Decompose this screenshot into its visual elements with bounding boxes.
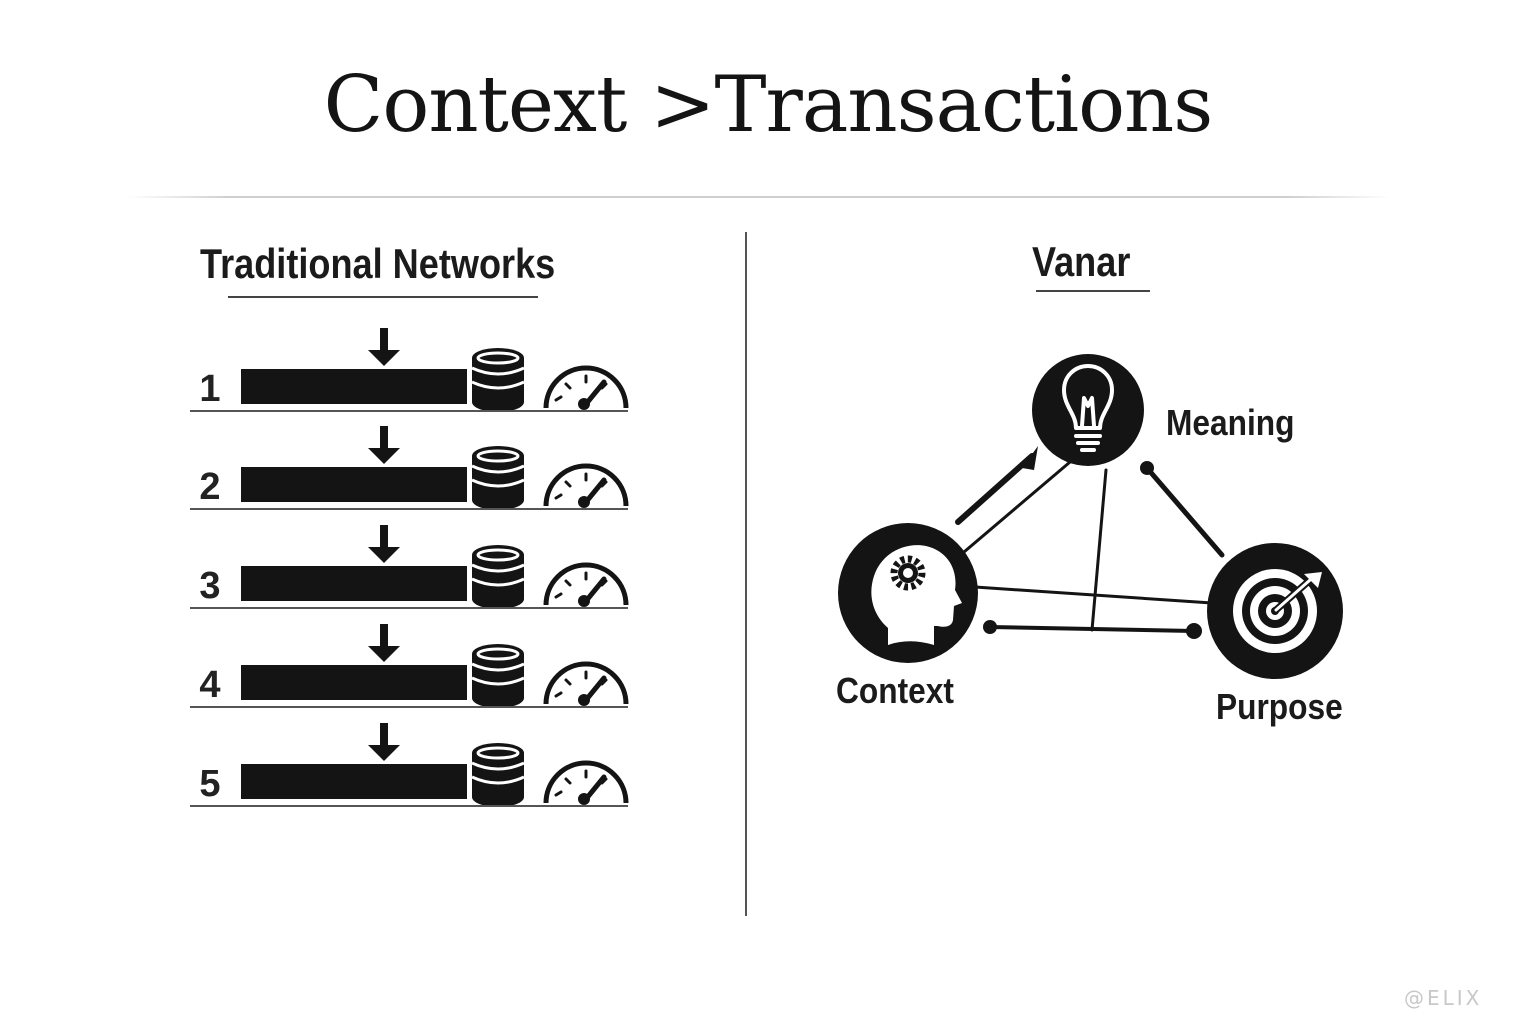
transaction-bar <box>241 566 467 601</box>
transaction-row: 3 <box>0 523 760 623</box>
traditional-networks-heading: Traditional Networks <box>200 240 556 287</box>
row-number: 5 <box>199 763 221 805</box>
row-divider <box>190 508 628 510</box>
database-icon <box>471 446 525 510</box>
link-dot <box>1186 623 1202 639</box>
traditional-networks-underline <box>228 296 538 298</box>
lightbulb-icon <box>1062 364 1114 452</box>
meaning-label: Meaning <box>1166 402 1295 443</box>
transaction-row: 2 <box>0 424 760 524</box>
transaction-row: 1 <box>0 326 760 426</box>
link-dot <box>1140 461 1154 475</box>
speedometer-icon <box>543 562 629 607</box>
meaning-purpose-link <box>1144 465 1225 558</box>
speedometer-icon <box>543 463 629 508</box>
down-arrow-icon <box>368 328 400 366</box>
panel-divider <box>745 232 747 916</box>
link-dot <box>983 620 997 634</box>
transaction-row: 4 <box>0 622 760 722</box>
row-number: 4 <box>199 664 221 706</box>
context-node <box>838 523 978 663</box>
down-arrow-icon <box>368 624 400 662</box>
meaning-center-link <box>1090 468 1108 632</box>
speedometer-icon <box>543 365 629 410</box>
transaction-row: 5 <box>0 721 760 821</box>
context-label: Context <box>836 670 954 711</box>
watermark: @ELIX <box>1404 986 1483 1010</box>
arrow-head-icon <box>1022 446 1038 470</box>
purpose-node <box>1207 543 1343 679</box>
row-number: 2 <box>199 466 221 508</box>
head-gear-icon <box>871 545 962 645</box>
meaning-node <box>1032 354 1144 466</box>
transaction-bar <box>241 467 467 502</box>
row-divider <box>190 607 628 609</box>
database-icon <box>471 348 525 412</box>
database-icon <box>471 644 525 708</box>
database-icon <box>471 545 525 609</box>
page-title: Context >Transactions <box>323 60 1214 150</box>
row-divider <box>190 410 628 412</box>
down-arrow-icon <box>368 723 400 761</box>
down-arrow-icon <box>368 426 400 464</box>
row-number: 3 <box>199 565 221 607</box>
vanar-underline <box>1036 290 1150 292</box>
down-arrow-icon <box>368 525 400 563</box>
context-meaning-arrow-shaft <box>955 453 1035 525</box>
purpose-label: Purpose <box>1216 686 1343 727</box>
context-purpose-dot-link <box>988 625 1196 633</box>
title-divider <box>128 196 1390 198</box>
transaction-bar <box>241 665 467 700</box>
row-divider <box>190 805 628 807</box>
target-icon <box>1233 569 1322 653</box>
vanar-heading: Vanar <box>1032 238 1131 285</box>
speedometer-icon <box>543 661 629 706</box>
transaction-bar <box>241 764 467 799</box>
context-meaning-link <box>962 460 1072 554</box>
context-purpose-link <box>973 585 1214 605</box>
speedometer-icon <box>543 760 629 805</box>
row-number: 1 <box>199 368 221 410</box>
row-divider <box>190 706 628 708</box>
transaction-bar <box>241 369 467 404</box>
database-icon <box>471 743 525 807</box>
